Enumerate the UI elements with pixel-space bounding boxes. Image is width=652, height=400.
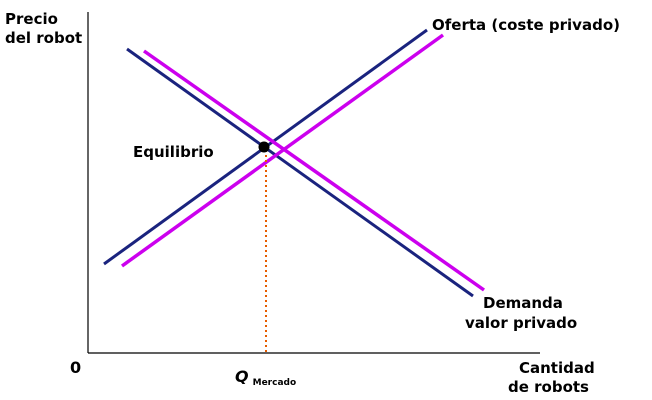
origin-label: 0 <box>70 358 81 377</box>
market-quantity-label-subscript: Mercado <box>253 378 297 388</box>
supply-curve-label: Oferta (coste privado) <box>432 16 620 34</box>
supply-curve-shifted <box>120 33 445 268</box>
equilibrium-label: Equilibrio <box>133 143 214 161</box>
demand-curve-private <box>126 47 474 298</box>
y-axis-label-line2: del robot <box>5 29 82 47</box>
demand-curve-label-line2: valor privado <box>465 314 577 332</box>
equilibrium-point <box>258 141 270 153</box>
demand-curve-label-line1: Demanda <box>483 294 563 312</box>
market-quantity-label: Q Mercado <box>235 367 296 388</box>
y-axis-label-line1: Precio <box>5 10 58 28</box>
x-axis-label-line2: de robots <box>508 378 589 396</box>
demand-curve-shifted <box>142 49 486 292</box>
market-quantity-label-main: Q <box>235 367 249 386</box>
x-axis-label-line1: Cantidad <box>519 359 595 377</box>
